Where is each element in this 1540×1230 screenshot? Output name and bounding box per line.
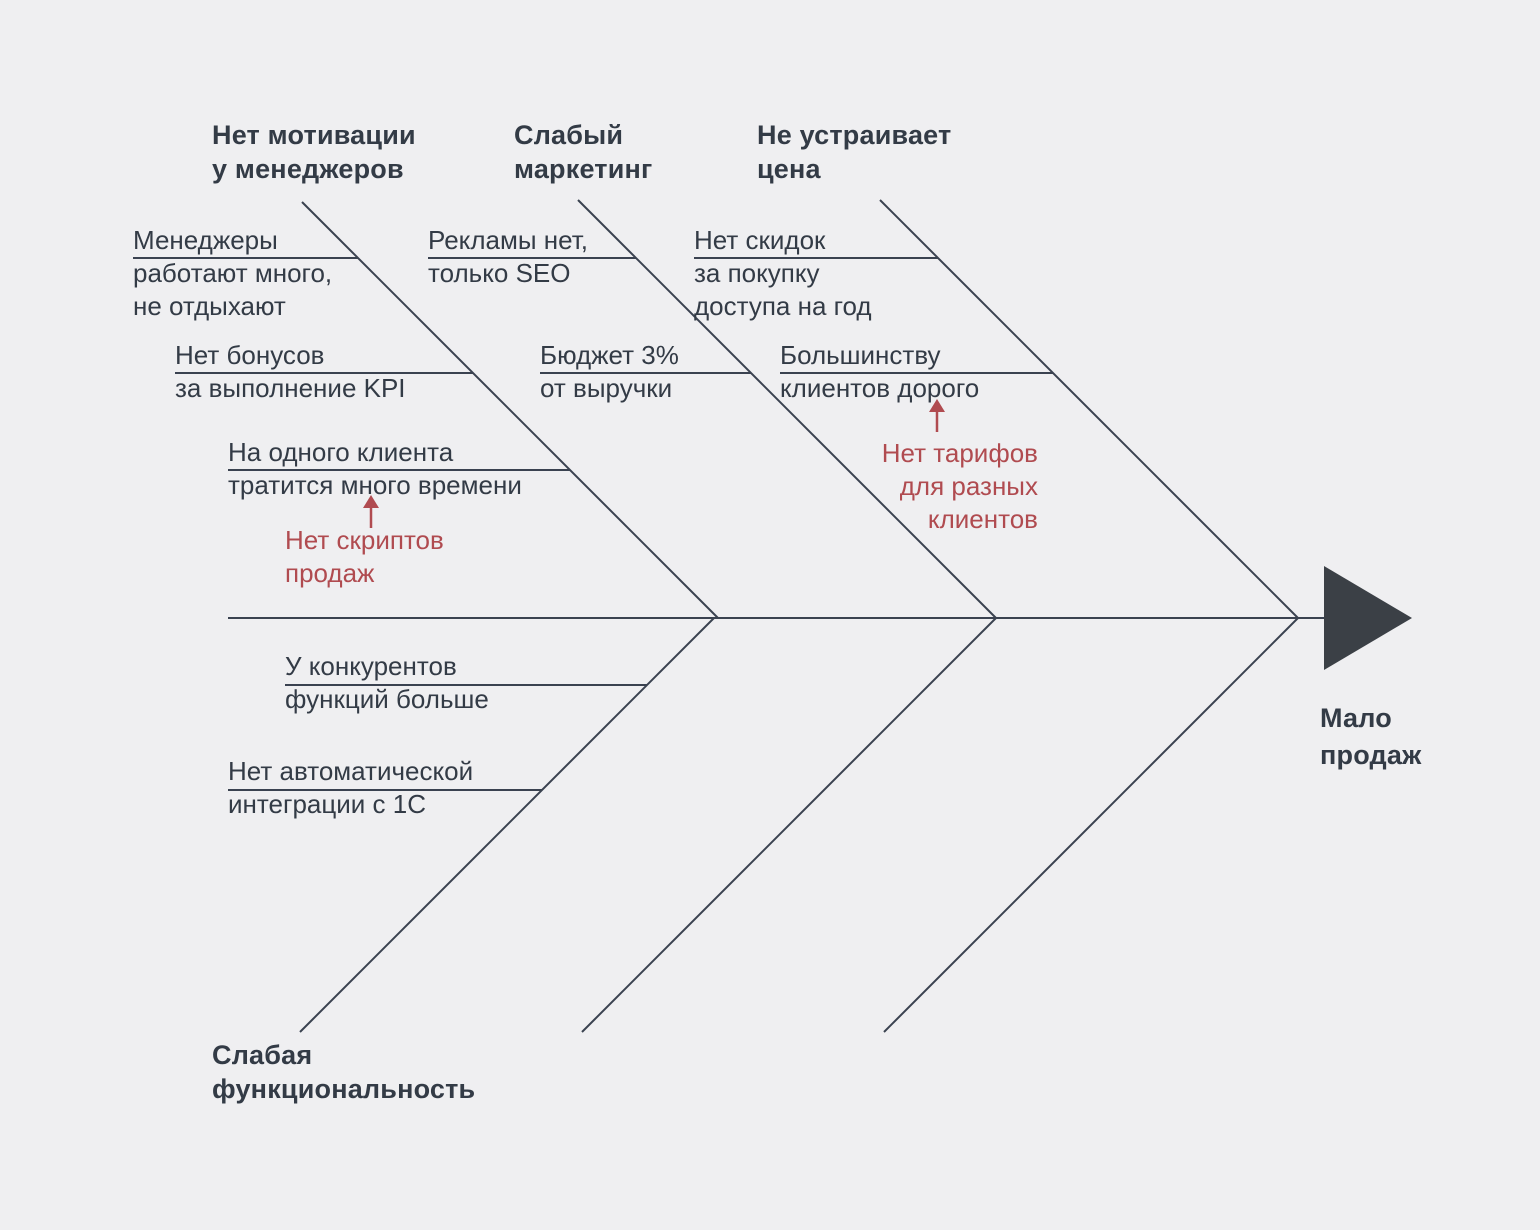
cause-no-ads-only-seo: Рекламы нет, только SEO: [428, 225, 588, 288]
branch-label-weak-functionality: Слабая функциональность: [212, 1040, 476, 1104]
branch-line-top-1: [301, 201, 719, 619]
effect-label: Мало продаж: [1320, 703, 1422, 770]
cause-no-kpi-bonuses: Нет бонусов за выполнение KPI: [175, 340, 406, 403]
subcause-no-tariffs: Нет тарифов для разных клиентов: [881, 438, 1038, 534]
branch-line-bottom-2: [581, 617, 997, 1033]
cause-budget-3-percent: Бюджет 3% от выручки: [540, 340, 679, 403]
branch-label-weak-marketing: Слабый маркетинг: [514, 120, 653, 184]
cause-managers-overworked: Менеджеры работают много, не отдыхают: [133, 225, 333, 321]
branch-line-top-3: [879, 199, 1299, 619]
branch-line-top-2: [577, 199, 997, 619]
cause-no-1c-integration: Нет автоматической интеграции с 1С: [228, 756, 474, 819]
subcause-no-sales-scripts: Нет скриптов продаж: [285, 525, 444, 588]
branch-line-bottom-1: [299, 617, 715, 1033]
cause-time-per-client: На одного клиента тратится много времени: [228, 437, 522, 500]
branch-label-no-motivation: Нет мотивации у менеджеров: [212, 120, 416, 184]
fish-head-icon: [1324, 566, 1412, 670]
arrow-up-icon: [929, 399, 945, 432]
arrow-up-icon: [363, 495, 379, 528]
branch-label-price-issue: Не устраивает цена: [757, 120, 952, 184]
cause-no-annual-discount: Нет скидок за покупку доступа на год: [694, 225, 872, 321]
cause-competitors-more-features: У конкурентов функций больше: [285, 651, 489, 714]
cause-too-expensive: Большинству клиентов дорого: [780, 340, 980, 403]
branch-line-bottom-3: [883, 617, 1299, 1033]
